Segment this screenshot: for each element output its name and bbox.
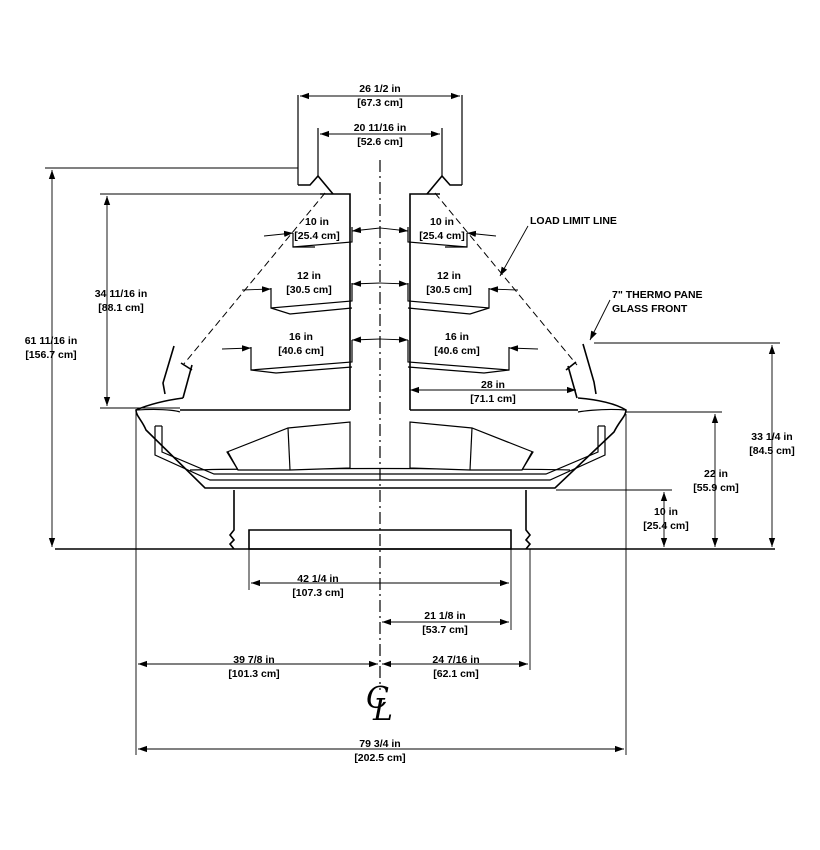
svg-text:[40.6 cm]: [40.6 cm]	[434, 345, 480, 357]
svg-text:[30.5 cm]: [30.5 cm]	[286, 284, 332, 296]
dim-base-half-width: 21 1/8 in [53.7 cm]	[422, 610, 468, 636]
case-body	[136, 398, 626, 488]
svg-text:42 1/4 in: 42 1/4 in	[297, 573, 338, 585]
svg-text:20 11/16 in: 20 11/16 in	[354, 122, 407, 134]
svg-text:22 in: 22 in	[704, 468, 728, 480]
svg-text:C: C	[366, 681, 389, 716]
svg-text:[84.5 cm]: [84.5 cm]	[749, 445, 795, 457]
dim-shelf-left-2: 12 in [30.5 cm]	[286, 270, 332, 296]
svg-text:24 7/16 in: 24 7/16 in	[432, 654, 479, 666]
svg-text:21 1/8 in: 21 1/8 in	[424, 610, 465, 622]
svg-text:L: L	[372, 693, 393, 728]
right-shelf-assembly	[408, 194, 578, 410]
left-fan-module	[227, 422, 350, 470]
dim-top-inner-width: 20 11/16 in [52.6 cm]	[354, 122, 407, 148]
dim-left-extent: 39 7/8 in [101.3 cm]	[228, 654, 279, 680]
svg-text:[52.6 cm]: [52.6 cm]	[357, 136, 403, 148]
svg-text:10 in: 10 in	[430, 216, 454, 228]
dim-shelf-zone-height: 34 11/16 in [88.1 cm]	[95, 288, 148, 314]
svg-text:26 1/2 in: 26 1/2 in	[359, 83, 400, 95]
svg-text:28 in: 28 in	[481, 379, 505, 391]
svg-text:16 in: 16 in	[289, 331, 313, 343]
dim-front-height: 33 1/4 in [84.5 cm]	[749, 431, 795, 457]
svg-text:10 in: 10 in	[305, 216, 329, 228]
svg-text:GLASS FRONT: GLASS FRONT	[612, 303, 688, 315]
svg-text:10 in: 10 in	[654, 506, 678, 518]
svg-text:[71.1 cm]: [71.1 cm]	[470, 393, 516, 405]
dim-shelf-left-1: 10 in [25.4 cm]	[294, 216, 340, 242]
centerline-symbol: C L	[366, 681, 393, 728]
left-glass-front	[163, 346, 192, 398]
dim-deck-height: 22 in [55.9 cm]	[693, 468, 739, 494]
dim-top-outer-width: 26 1/2 in [67.3 cm]	[357, 83, 403, 109]
svg-text:79 3/4 in: 79 3/4 in	[359, 738, 400, 750]
svg-text:12 in: 12 in	[297, 270, 321, 282]
dim-shelf-right-2: 12 in [30.5 cm]	[426, 270, 472, 296]
svg-text:[101.3 cm]: [101.3 cm]	[228, 668, 279, 680]
dim-overall-height: 61 11/16 in [156.7 cm]	[25, 335, 78, 361]
svg-text:[53.7 cm]: [53.7 cm]	[422, 624, 468, 636]
svg-text:39 7/8 in: 39 7/8 in	[233, 654, 274, 666]
svg-text:34 11/16 in: 34 11/16 in	[95, 288, 148, 300]
svg-text:[30.5 cm]: [30.5 cm]	[426, 284, 472, 296]
svg-text:[40.6 cm]: [40.6 cm]	[278, 345, 324, 357]
svg-text:[202.5 cm]: [202.5 cm]	[354, 752, 405, 764]
svg-text:12 in: 12 in	[437, 270, 461, 282]
dim-base-height: 10 in [25.4 cm]	[643, 506, 689, 532]
right-fan-module	[410, 422, 533, 470]
dim-shelf-right-1: 10 in [25.4 cm]	[419, 216, 465, 242]
dim-base-width: 42 1/4 in [107.3 cm]	[292, 573, 343, 599]
top-canopy	[298, 95, 462, 194]
svg-text:7" THERMO PANE: 7" THERMO PANE	[612, 289, 703, 301]
svg-text:61 11/16 in: 61 11/16 in	[25, 335, 78, 347]
svg-text:[25.4 cm]: [25.4 cm]	[419, 230, 465, 242]
load-limit-line-left	[183, 193, 325, 365]
left-shelf-assembly	[180, 194, 352, 410]
dim-shelf-right-3: 16 in [40.6 cm]	[434, 331, 480, 357]
dim-shelf-left-3: 16 in [40.6 cm]	[278, 331, 324, 357]
svg-text:[25.4 cm]: [25.4 cm]	[294, 230, 340, 242]
dim-overall-width: 79 3/4 in [202.5 cm]	[354, 738, 405, 764]
load-limit-callout: LOAD LIMIT LINE	[530, 215, 617, 227]
svg-text:[67.3 cm]: [67.3 cm]	[357, 97, 403, 109]
svg-text:[156.7 cm]: [156.7 cm]	[25, 349, 76, 361]
case-base	[55, 490, 775, 549]
dim-right-extent: 24 7/16 in [62.1 cm]	[432, 654, 479, 680]
glass-front-callout: 7" THERMO PANE GLASS FRONT	[612, 289, 703, 315]
load-limit-line-right	[435, 193, 577, 365]
svg-text:[88.1 cm]: [88.1 cm]	[98, 302, 144, 314]
svg-text:[62.1 cm]: [62.1 cm]	[433, 668, 479, 680]
dim-deck-depth: 28 in [71.1 cm]	[470, 379, 516, 405]
svg-text:16 in: 16 in	[445, 331, 469, 343]
svg-text:[25.4 cm]: [25.4 cm]	[643, 520, 689, 532]
svg-text:[55.9 cm]: [55.9 cm]	[693, 482, 739, 494]
svg-text:[107.3 cm]: [107.3 cm]	[292, 587, 343, 599]
svg-text:33 1/4 in: 33 1/4 in	[751, 431, 792, 443]
